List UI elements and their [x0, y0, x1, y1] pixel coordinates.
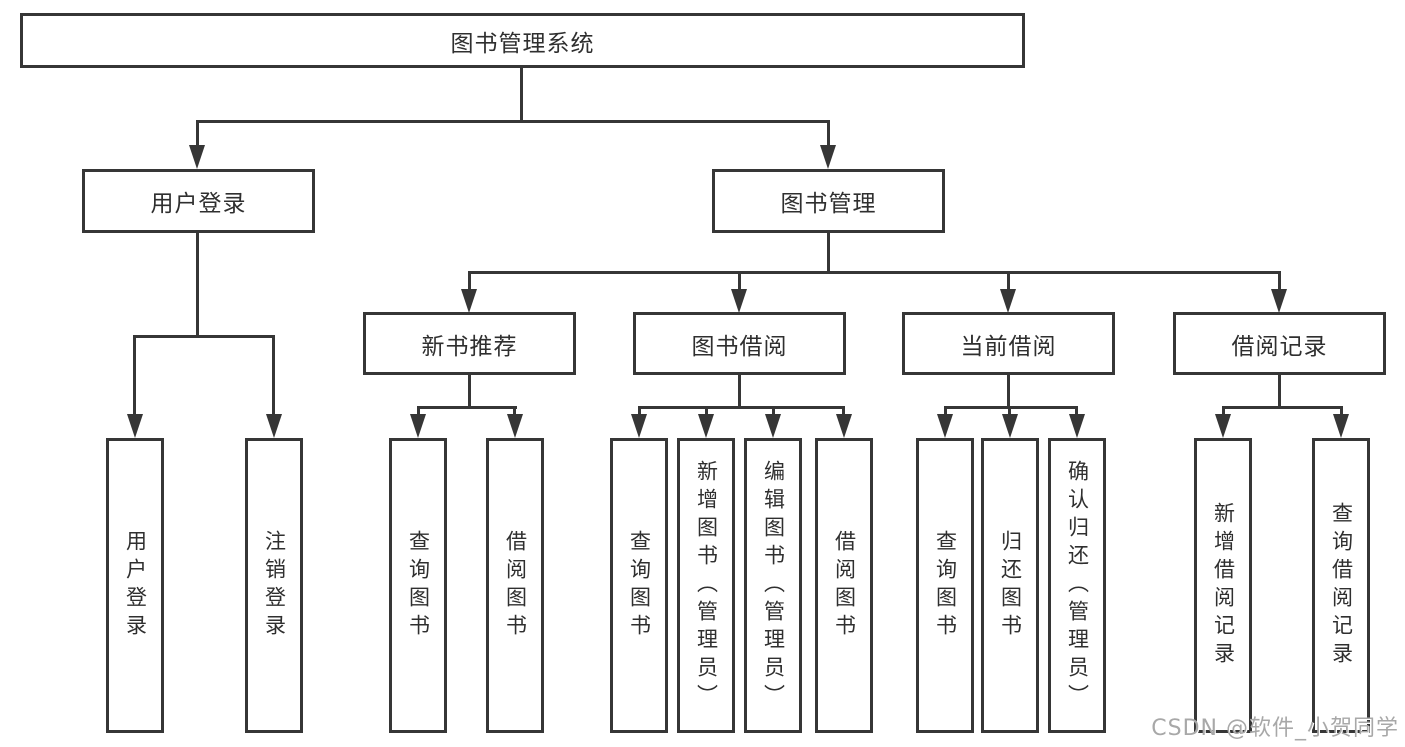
arrow-down-icon	[266, 414, 282, 438]
connector-line	[1075, 406, 1078, 416]
connector-line	[196, 233, 199, 337]
connector-line	[520, 66, 523, 122]
leaf-query-books-borrowing: 查询图书	[610, 438, 668, 733]
arrow-down-icon	[189, 145, 205, 169]
arrow-down-icon	[631, 414, 647, 438]
connector-line	[1340, 406, 1343, 416]
connector-line	[638, 406, 641, 416]
connector-line	[468, 375, 471, 408]
arrow-down-icon	[410, 414, 426, 438]
connector-line	[272, 335, 275, 415]
connector-line	[944, 406, 1078, 409]
node-current-borrowing: 当前借阅	[902, 312, 1115, 375]
arrow-down-icon	[836, 414, 852, 438]
node-book-management: 图书管理	[712, 169, 945, 233]
leaf-query-borrow-record: 查询借阅记录	[1312, 438, 1370, 733]
connector-line	[513, 406, 516, 416]
arrow-down-icon	[1002, 414, 1018, 438]
arrow-down-icon	[1271, 289, 1287, 313]
leaf-logout: 注销登录	[245, 438, 303, 733]
arrow-down-icon	[1069, 414, 1085, 438]
connector-line	[1008, 406, 1011, 416]
arrow-down-icon	[507, 414, 523, 438]
leaf-borrow-books-borrowing: 借阅图书	[815, 438, 873, 733]
connector-line	[1007, 375, 1010, 408]
connector-line	[417, 406, 420, 416]
arrow-down-icon	[1333, 414, 1349, 438]
leaf-add-borrow-record: 新增借阅记录	[1194, 438, 1252, 733]
connector-line	[133, 335, 136, 415]
connector-line	[133, 335, 275, 338]
arrow-down-icon	[461, 289, 477, 313]
connector-line	[772, 406, 775, 416]
connector-line	[1278, 271, 1281, 291]
leaf-query-books-current: 查询图书	[916, 438, 974, 733]
node-new-book-recommendation: 新书推荐	[363, 312, 576, 375]
arrow-down-icon	[765, 414, 781, 438]
node-book-borrowing: 图书借阅	[633, 312, 846, 375]
leaf-user-login: 用户登录	[106, 438, 164, 733]
connector-line	[827, 233, 830, 273]
connector-line	[468, 271, 471, 291]
leaf-confirm-return-admin: 确认归还（管理员）	[1048, 438, 1106, 733]
arrow-down-icon	[937, 414, 953, 438]
connector-line	[638, 406, 845, 409]
connector-line	[738, 375, 741, 408]
arrow-down-icon	[820, 145, 836, 169]
arrow-down-icon	[698, 414, 714, 438]
leaf-query-books-recommend: 查询图书	[389, 438, 447, 733]
arrow-down-icon	[127, 414, 143, 438]
connector-line	[1278, 375, 1281, 408]
leaf-return-books: 归还图书	[981, 438, 1039, 733]
arrow-down-icon	[1000, 289, 1016, 313]
node-borrowing-records: 借阅记录	[1173, 312, 1386, 375]
connector-line	[196, 120, 830, 123]
connector-line	[738, 271, 741, 291]
connector-line	[468, 271, 1281, 274]
connector-line	[842, 406, 845, 416]
connector-line	[1007, 271, 1010, 291]
arrow-down-icon	[1215, 414, 1231, 438]
leaf-borrow-books-recommend: 借阅图书	[486, 438, 544, 733]
node-library-management-system: 图书管理系统	[20, 13, 1025, 68]
connector-line	[944, 406, 947, 416]
arrow-down-icon	[731, 289, 747, 313]
leaf-add-book-admin: 新增图书（管理员）	[677, 438, 735, 733]
connector-line	[1222, 406, 1225, 416]
watermark: CSDN @软件_小贺同学	[1151, 716, 1399, 741]
connector-line	[417, 406, 517, 409]
node-user-login: 用户登录	[82, 169, 315, 233]
leaf-edit-book-admin: 编辑图书（管理员）	[744, 438, 802, 733]
connector-line	[705, 406, 708, 416]
connector-line	[827, 120, 830, 147]
connector-line	[1222, 406, 1342, 409]
connector-line	[196, 120, 199, 147]
